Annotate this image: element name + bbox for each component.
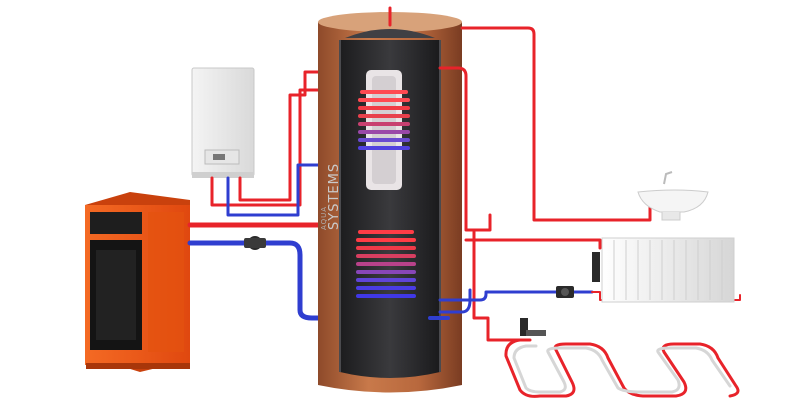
circulation-pump-radiator xyxy=(556,286,574,298)
upper-heat-coil xyxy=(358,90,410,150)
boiler-pipes xyxy=(187,70,325,321)
solid-fuel-boiler xyxy=(85,192,190,372)
consumer-pipes xyxy=(388,6,741,342)
brand-small-label: AQUA xyxy=(320,206,328,230)
brand-label: SYSTEMS xyxy=(327,163,342,230)
floor-heating-valve xyxy=(520,318,546,336)
radiator xyxy=(592,237,735,303)
circulation-pump-left xyxy=(244,236,266,250)
lower-heat-coil xyxy=(356,230,416,298)
wash-basin xyxy=(637,171,709,221)
underfloor-heating-loop xyxy=(504,338,740,398)
wall-gas-boiler xyxy=(191,67,255,178)
